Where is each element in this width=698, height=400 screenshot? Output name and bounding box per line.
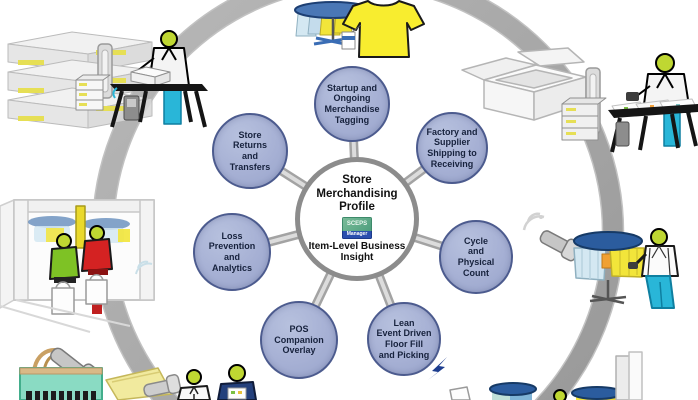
node-store-returns: Store Returns and Transfers [212,113,288,189]
person-head [655,53,675,73]
clipart-warehouse-shelving-and-receiving-desk [7,30,208,129]
brand-logo: SCEPS Manager [342,216,372,239]
node-pos-overlay: POS Companion Overlay [260,301,338,379]
rfid-waves-icon [135,260,153,275]
hub-subtitle: Item-Level Business Insight [308,240,406,264]
clipart-backroom-racks [449,351,643,400]
person-head [553,389,567,400]
hub-title: Store Merchandising Profile [316,174,398,214]
node-label: Lean Event Driven Floor Fill and Picking [376,317,432,360]
person-head [650,228,668,246]
blue-arrow-doodle [428,357,447,380]
person-head [186,369,202,385]
security-gate-icon [75,205,86,249]
node-label: Loss Prevention and Analytics [208,230,256,273]
clipart-garment-rack-and-tagged-tshirt [294,0,425,58]
clipart-associate-scanning-rack [522,212,679,309]
node-lean-floor-fill: Lean Event Driven Floor Fill and Picking [367,302,441,376]
node-label: Startup and Ongoing Merchandise Tagging [324,82,380,125]
node-loss-prevention: Loss Prevention and Analytics [193,213,271,291]
person-head [56,233,72,249]
node-label: POS Companion Overlay [274,324,324,356]
shopping-bag-icon [51,287,75,315]
person-head [160,30,178,48]
brand-logo-text: SCEPS [342,216,372,231]
hub-circle: Store Merchandising Profile SCEPS Manage… [295,157,419,281]
clipart-store-entry-shoppers [0,199,155,333]
clipart-supplier-open-box-and-tagging-desk [461,47,698,153]
clipart-shopping-bag-with-scanner [19,347,103,400]
node-startup-tagging: Startup and Ongoing Merchandise Tagging [314,66,390,142]
hang-tag-icon [341,31,356,50]
shopping-bag-icon [85,279,108,305]
node-cycle-count: Cycle and Physical Count [439,220,513,294]
node-label: Cycle and Physical Count [457,235,495,278]
handheld-device-icon [143,374,182,398]
node-label: Store Returns and Transfers [229,129,271,172]
node-factory-shipping: Factory and Supplier Shipping to Receivi… [416,112,488,184]
node-label: Factory and Supplier Shipping to Receivi… [426,126,478,169]
person-head [228,364,246,382]
person-head [89,225,105,241]
brand-logo-banner: Manager [342,230,372,239]
clipart-associates-with-folder [105,364,257,400]
